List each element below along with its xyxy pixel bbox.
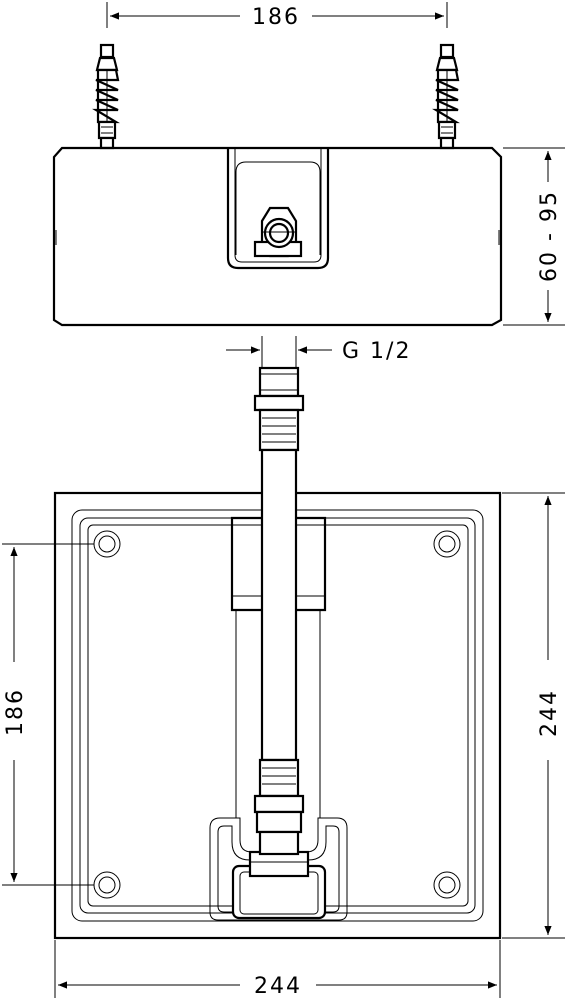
dimension-plan-mount-spacing: 186 <box>2 543 94 886</box>
mount-hole-bottom-right <box>433 871 461 899</box>
dim-top-width-label: 186 <box>252 5 300 30</box>
wall-anchor-left <box>92 43 120 150</box>
front-view-housing <box>52 146 503 327</box>
dim-plan-width-label: 244 <box>254 974 302 999</box>
bottom-connector-icon <box>231 850 327 920</box>
mount-hole-bottom-left <box>93 871 121 899</box>
dim-plan-mount-spacing-label: 186 <box>3 688 28 736</box>
dim-plan-height-label: 244 <box>537 689 562 737</box>
mount-hole-top-left <box>93 530 121 558</box>
dimension-front-height: 60 - 95 <box>503 147 565 326</box>
dimension-top-width: 186 <box>106 2 448 30</box>
outlet-fitting-icon <box>253 206 303 258</box>
dimension-plan-width: 244 <box>54 940 501 999</box>
connection-hose <box>253 366 305 856</box>
dim-front-height-label: 60 - 95 <box>537 190 562 282</box>
dimension-thread: G 1/2 <box>226 336 411 368</box>
dimension-plan-height: 244 <box>502 492 565 939</box>
mount-hole-top-right <box>433 530 461 558</box>
wall-anchor-right <box>432 43 460 150</box>
dim-thread-label: G 1/2 <box>342 339 411 364</box>
